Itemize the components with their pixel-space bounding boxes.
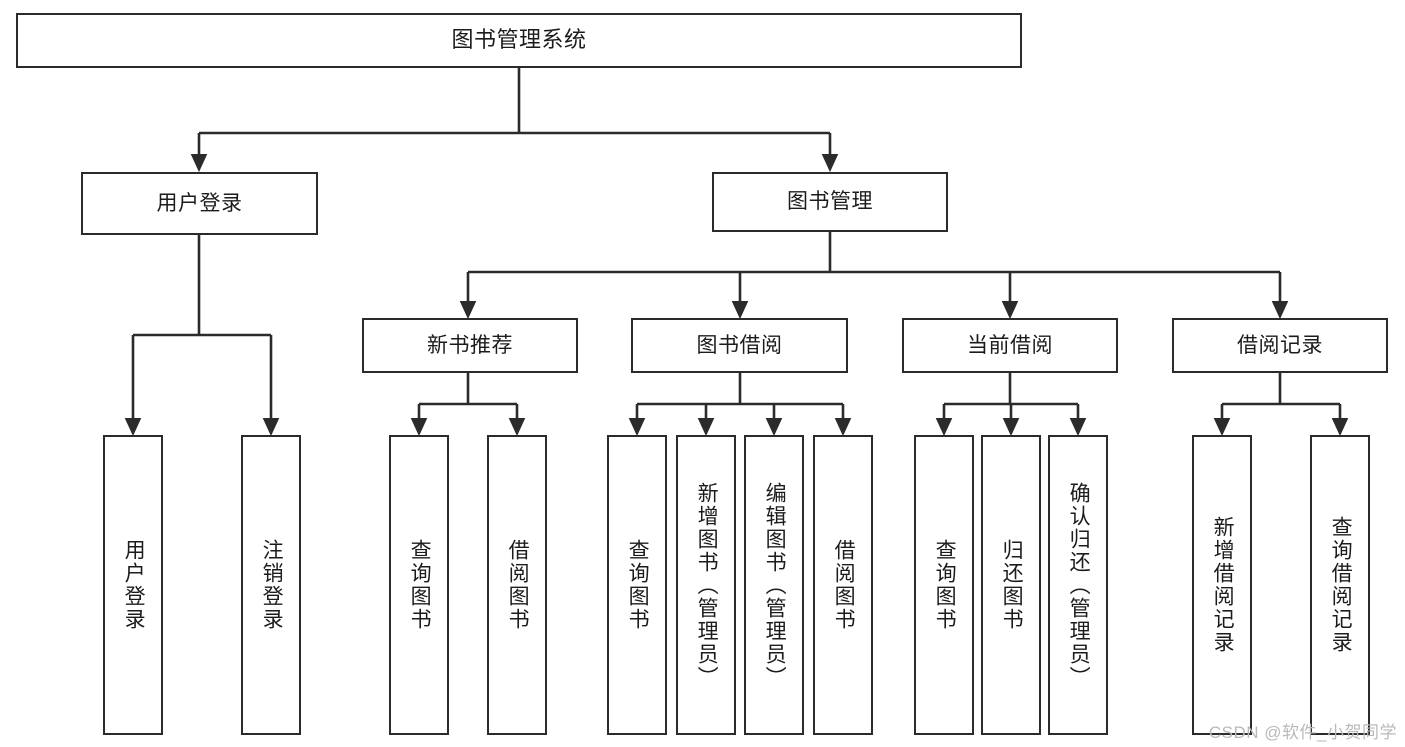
leaf-query-book-recommend[interactable]: 查询图书 bbox=[389, 435, 449, 735]
node-label: 归还图书 bbox=[1000, 539, 1024, 631]
node-label: 图书管理系统 bbox=[451, 27, 587, 53]
node-label: 查询图书 bbox=[408, 539, 432, 631]
node-label: 用户登录 bbox=[156, 191, 243, 215]
node-book-borrow[interactable]: 图书借阅 bbox=[631, 318, 848, 373]
node-current-borrow[interactable]: 当前借阅 bbox=[902, 318, 1118, 373]
node-label: 当前借阅 bbox=[967, 333, 1053, 357]
leaf-confirm-return[interactable]: 确认归还（管理员） bbox=[1048, 435, 1108, 735]
node-user-login[interactable]: 用户登录 bbox=[81, 172, 318, 235]
leaf-edit-book[interactable]: 编辑图书（管理员） bbox=[744, 435, 804, 735]
leaf-logout-login[interactable]: 注销登录 bbox=[241, 435, 301, 735]
node-label: 借阅记录 bbox=[1237, 333, 1323, 357]
node-label: 借阅图书 bbox=[506, 539, 530, 631]
node-new-book-recommend[interactable]: 新书推荐 bbox=[362, 318, 578, 373]
node-label: 查询图书 bbox=[626, 539, 650, 631]
leaf-borrow-book-recommend[interactable]: 借阅图书 bbox=[487, 435, 547, 735]
node-label: 图书借阅 bbox=[696, 333, 783, 357]
leaf-query-borrow-record[interactable]: 查询借阅记录 bbox=[1310, 435, 1370, 735]
leaf-add-borrow-record[interactable]: 新增借阅记录 bbox=[1192, 435, 1252, 735]
node-label: 用户登录 bbox=[122, 539, 146, 631]
node-book-management-system[interactable]: 图书管理系统 bbox=[16, 13, 1022, 68]
node-label: 注销登录 bbox=[260, 539, 284, 631]
leaf-query-book-borrow[interactable]: 查询图书 bbox=[607, 435, 667, 735]
watermark-text: CSDN @软件_小贺同学 bbox=[1208, 723, 1397, 742]
leaf-user-login[interactable]: 用户登录 bbox=[103, 435, 163, 735]
node-label: 借阅图书 bbox=[832, 539, 856, 631]
node-label: 编辑图书（管理员） bbox=[763, 481, 787, 689]
node-label: 查询图书 bbox=[933, 539, 957, 631]
node-label: 新增借阅记录 bbox=[1211, 516, 1235, 654]
leaf-return-book[interactable]: 归还图书 bbox=[981, 435, 1041, 735]
node-borrow-record[interactable]: 借阅记录 bbox=[1172, 318, 1388, 373]
node-label: 新增图书（管理员） bbox=[695, 481, 719, 689]
node-label: 新书推荐 bbox=[427, 333, 513, 357]
leaf-add-book[interactable]: 新增图书（管理员） bbox=[676, 435, 736, 735]
node-label: 确认归还（管理员） bbox=[1067, 481, 1091, 689]
leaf-query-book-current[interactable]: 查询图书 bbox=[914, 435, 974, 735]
node-book-management[interactable]: 图书管理 bbox=[712, 172, 948, 232]
node-label: 图书管理 bbox=[787, 190, 873, 214]
node-label: 查询借阅记录 bbox=[1329, 516, 1353, 654]
leaf-borrow-book[interactable]: 借阅图书 bbox=[813, 435, 873, 735]
